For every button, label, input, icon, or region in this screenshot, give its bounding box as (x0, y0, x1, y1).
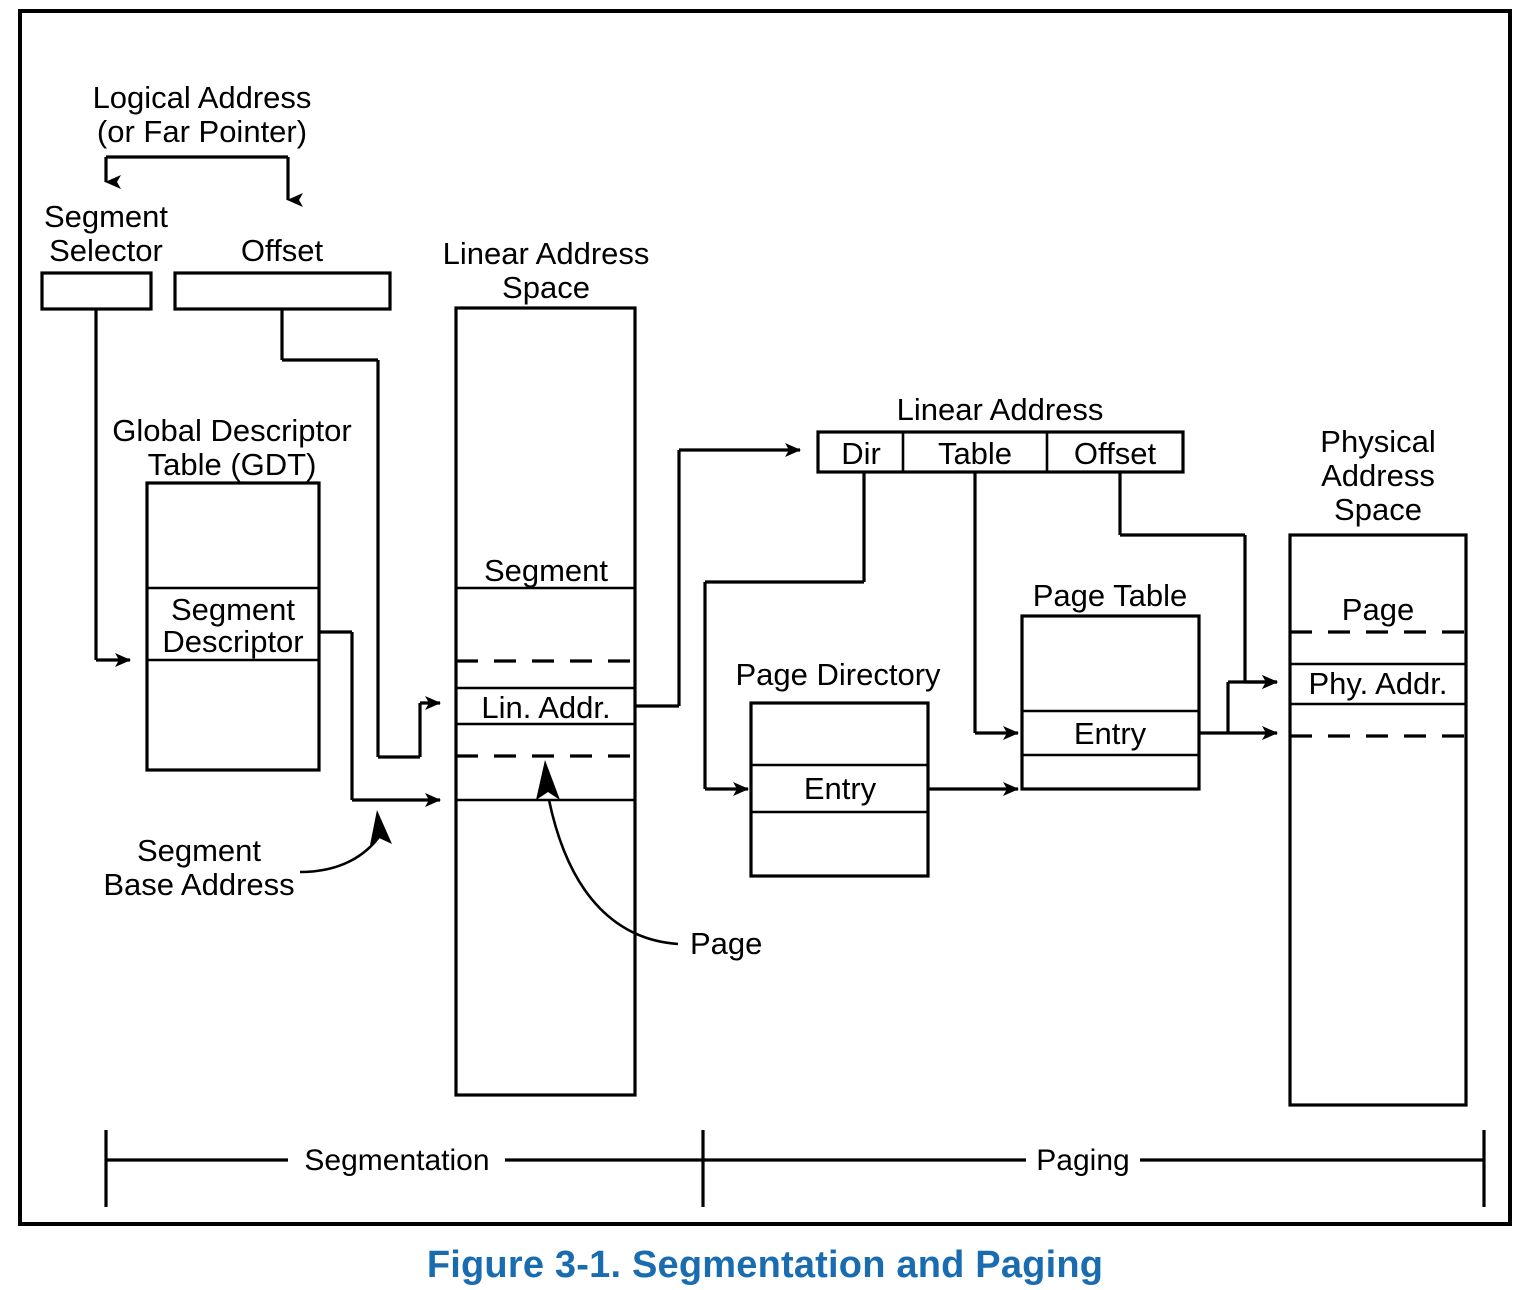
linear-address-space-title-line1: Linear Address (443, 236, 650, 271)
selector-to-gdt-connector (94, 309, 131, 667)
page-callout-arrowhead (536, 760, 560, 800)
page-table-entry-to-physical-connector (1199, 675, 1278, 740)
logical-address-title-line1: Logical Address (93, 80, 312, 115)
segment-base-address-label-line1: Segment (137, 833, 261, 868)
physical-page-label: Page (1342, 592, 1414, 627)
linaddr-to-linear-address-connector (635, 443, 801, 708)
offset-box (173, 271, 392, 311)
segment-selector-label-line2: Selector (49, 233, 163, 268)
segment-region-label: Segment (484, 553, 608, 588)
gdt-box (145, 481, 321, 772)
bracket-label-segmentation: Segmentation (304, 1144, 489, 1177)
segment-selector-label-line1: Segment (44, 199, 168, 234)
physical-address-space-title-line2: Address (1321, 458, 1435, 493)
paging-bracket (701, 1130, 1486, 1207)
segment-descriptor-label-line1: Segment (171, 592, 295, 627)
figure-border (18, 9, 1512, 1226)
segment-selector-box (40, 271, 153, 311)
page-table-title: Page Table (1033, 578, 1188, 613)
page-directory-entry-label: Entry (804, 771, 877, 806)
page-directory-title: Page Directory (735, 657, 941, 692)
segment-descriptor-to-base-connector (319, 630, 441, 807)
physical-address-space-title-line1: Physical (1320, 424, 1435, 459)
phy-addr-label: Phy. Addr. (1308, 666, 1447, 701)
linear-address-field-dir: Dir (841, 436, 881, 471)
bracket-label-paging: Paging (1036, 1144, 1129, 1177)
page-callout-label: Page (690, 926, 762, 961)
physical-address-space-box (1288, 533, 1468, 1107)
gdt-title-line1: Global Descriptor (112, 413, 351, 448)
linear-address-field-offset: Offset (1074, 436, 1157, 471)
page-table-box (1020, 614, 1201, 791)
linear-address-field-table: Table (938, 436, 1012, 471)
page-table-entry-label: Entry (1074, 716, 1147, 751)
segment-descriptor-label-line2: Descriptor (162, 624, 303, 659)
linear-address-title: Linear Address (897, 392, 1104, 427)
physical-address-space-title-line3: Space (1334, 492, 1422, 527)
segmentation-bracket (104, 1130, 703, 1207)
table-to-page-table-connector (973, 472, 1019, 740)
lin-addr-label: Lin. Addr. (481, 690, 610, 725)
segment-base-address-arrowhead (370, 810, 392, 845)
linear-address-space-box (454, 306, 637, 1097)
segment-base-address-label-line2: Base Address (103, 867, 294, 902)
linear-address-box (816, 430, 1185, 474)
dir-to-page-directory-connector (703, 472, 866, 796)
linear-address-space-title-line2: Space (502, 270, 590, 305)
segment-base-address-leader (299, 833, 383, 874)
offset-label: Offset (241, 233, 324, 268)
gdt-title-line2: Table (GDT) (148, 447, 317, 482)
offset-to-linaddr-connector (280, 309, 441, 759)
page-callout-leader (547, 799, 679, 946)
figure-caption: Figure 3-1. Segmentation and Paging (427, 1244, 1103, 1286)
logical-address-split-connector (104, 155, 303, 207)
logical-address-title-line2: (or Far Pointer) (97, 114, 307, 149)
